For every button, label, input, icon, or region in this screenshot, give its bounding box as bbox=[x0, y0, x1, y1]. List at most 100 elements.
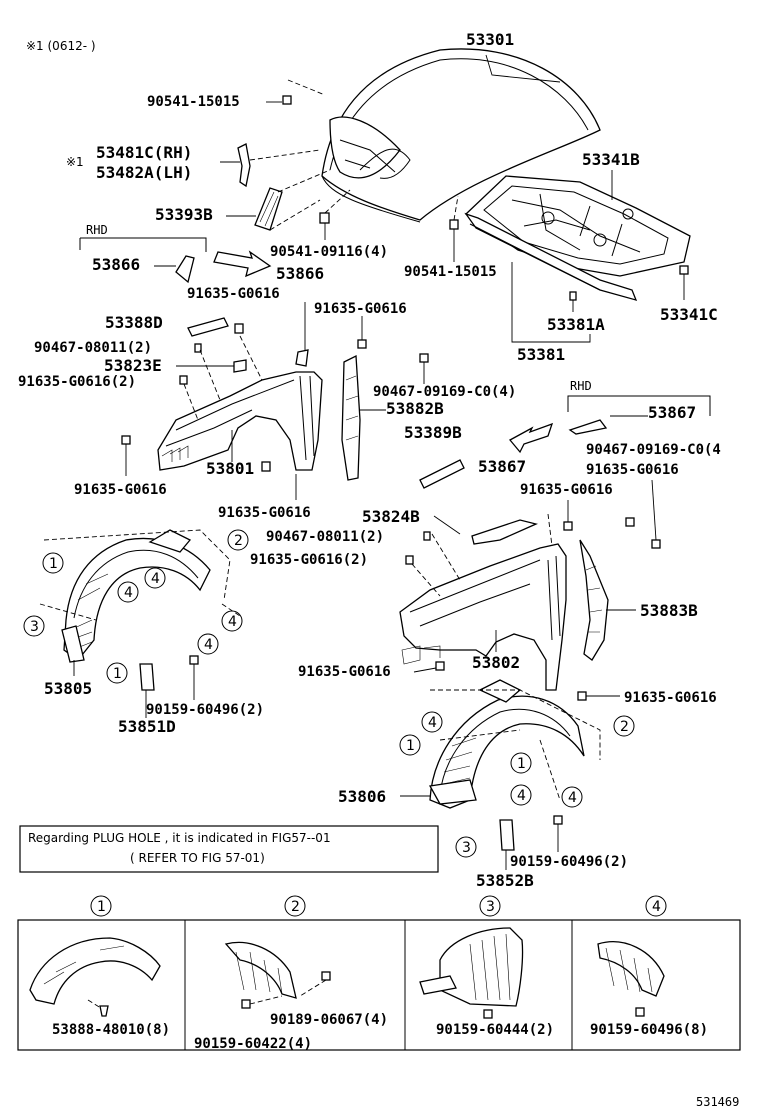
detail-panels: 1 2 3 4 53888-48010(8) 90189-06067(4) 90… bbox=[17, 895, 741, 1052]
label-clip-60496-b: 90159-60496(2) bbox=[510, 854, 628, 870]
leader-clip-d bbox=[651, 479, 657, 541]
clip-c bbox=[121, 435, 131, 445]
bolt-top bbox=[282, 95, 292, 105]
plug-hole-note-line2: ( REFER TO FIG 57-01) bbox=[130, 851, 265, 865]
label-fender-lh: 53801 bbox=[206, 459, 254, 478]
svg-text:3: 3 bbox=[30, 619, 39, 635]
label-hinge-rh: 53481C(RH) bbox=[96, 143, 192, 162]
mud-53851d bbox=[139, 663, 155, 691]
clip-60496-a bbox=[189, 655, 199, 665]
panel-2-number: 2 bbox=[291, 899, 300, 915]
panel-2-part-a: 90189-06067(4) bbox=[270, 1012, 388, 1028]
callouts-lh: 1 2 4 4 3 4 4 1 bbox=[23, 529, 249, 684]
label-53388d: 53388D bbox=[105, 313, 163, 332]
label-53852b: 53852B bbox=[476, 871, 534, 890]
label-53882b: 53882B bbox=[386, 399, 444, 418]
label-53866-arrow: 53866 bbox=[276, 264, 324, 283]
plug-hole-note-line1: Regarding PLUG HOLE , it is indicated in… bbox=[28, 831, 331, 845]
svg-text:3: 3 bbox=[462, 840, 471, 856]
label-rhd-left: RHD bbox=[86, 223, 108, 237]
part-53866-left bbox=[175, 255, 195, 284]
leader-53824b bbox=[433, 515, 461, 535]
label-clip-g0616-b: 91635-G0616 bbox=[314, 301, 407, 317]
svg-text:1: 1 bbox=[517, 756, 526, 772]
label-hood: 53301 bbox=[466, 30, 514, 49]
clip-f2 bbox=[625, 517, 635, 527]
panel-3-number: 3 bbox=[486, 899, 495, 915]
label-53883b: 53883B bbox=[640, 601, 698, 620]
clip-f bbox=[563, 521, 573, 531]
svg-text:2: 2 bbox=[234, 533, 243, 549]
label-screw-09169-b: 90467-09169-C0(4 bbox=[586, 442, 721, 458]
seal-53388d bbox=[187, 317, 229, 337]
liner-lh-drawing bbox=[61, 529, 211, 663]
part-53867-right bbox=[568, 419, 608, 435]
label-53381: 53381 bbox=[517, 345, 565, 364]
mud-53852b bbox=[499, 819, 515, 851]
panel-2-part-b: 90159-60422(4) bbox=[194, 1036, 312, 1052]
label-53867-arrow: 53867 bbox=[478, 457, 526, 476]
screw-08011-b bbox=[423, 531, 431, 541]
clip-g bbox=[435, 661, 445, 671]
figure-id: 531469 bbox=[696, 1095, 739, 1109]
screw-09169-a bbox=[419, 353, 429, 363]
cushion-left bbox=[319, 212, 330, 224]
dash-liner-lh bbox=[39, 529, 241, 621]
hood-drawing bbox=[321, 48, 601, 223]
panel-3-part: 90159-60444(2) bbox=[436, 1022, 554, 1038]
clip-b bbox=[357, 339, 367, 349]
clip-h bbox=[577, 691, 587, 701]
label-liner-rh: 53806 bbox=[338, 787, 386, 806]
svg-text:1: 1 bbox=[406, 738, 415, 754]
liner-rh-drawing bbox=[428, 679, 585, 809]
label-clip-g0616-2b: 91635-G0616(2) bbox=[250, 552, 368, 568]
fender-rh-drawing bbox=[399, 543, 567, 691]
clip-53381a bbox=[569, 291, 577, 301]
hood-insulator bbox=[464, 175, 691, 277]
leader-53381 bbox=[511, 262, 591, 343]
label-53381a: 53381A bbox=[547, 315, 605, 334]
leader-clip-g bbox=[413, 667, 437, 673]
panel-4-number: 4 bbox=[652, 899, 661, 915]
hinge-bracket bbox=[237, 143, 251, 188]
svg-text:4: 4 bbox=[151, 571, 160, 587]
label-hood-bolt-top: 90541-15015 bbox=[147, 94, 240, 110]
svg-text:4: 4 bbox=[124, 585, 133, 601]
label-53823e: 53823E bbox=[104, 356, 162, 375]
bracket-53823e bbox=[233, 359, 247, 373]
clip-53341c bbox=[679, 265, 689, 275]
label-screw-08011-a: 90467-08011(2) bbox=[34, 340, 152, 356]
label-53866: 53866 bbox=[92, 255, 140, 274]
cushion-right bbox=[449, 219, 459, 230]
svg-text:4: 4 bbox=[517, 788, 526, 804]
label-cushion-right: 90541-15015 bbox=[404, 264, 497, 280]
callouts-rh: 4 2 1 1 4 4 3 bbox=[399, 711, 635, 858]
label-clip-g0616-h: 91635-G0616 bbox=[624, 690, 717, 706]
label-53851d: 53851D bbox=[118, 717, 176, 736]
label-cushion-left: 90541-09116(4) bbox=[270, 244, 388, 260]
dash-fender-lh bbox=[183, 335, 263, 421]
rhd-right-bracket bbox=[567, 395, 711, 416]
panel-1-part: 53888-48010(8) bbox=[52, 1022, 170, 1038]
clip-60496-b bbox=[553, 815, 563, 825]
label-clip-g0616-a: 91635-G0616 bbox=[187, 286, 280, 302]
dash-liner-rh bbox=[430, 689, 601, 801]
svg-text:4: 4 bbox=[204, 637, 213, 653]
label-clip-g0616-e: 91635-G0616 bbox=[218, 505, 311, 521]
clip-a bbox=[295, 349, 309, 367]
label-screw-09169-a: 90467-09169-C0(4) bbox=[373, 384, 516, 400]
label-53393b: 53393B bbox=[155, 205, 213, 224]
label-clip-g0616-2a: 91635-G0616(2) bbox=[18, 374, 136, 390]
seal-53381 bbox=[464, 212, 638, 301]
clip-near-53801 bbox=[261, 461, 271, 472]
bracket-53867-right bbox=[471, 519, 538, 545]
arrow-53866 bbox=[213, 250, 272, 278]
seal-53883b bbox=[579, 539, 609, 661]
leader-53301 bbox=[485, 54, 561, 83]
mark-1: ※1 bbox=[66, 155, 84, 169]
dash-bolt-top bbox=[287, 79, 326, 96]
dash-cushions bbox=[324, 189, 459, 221]
dash-fender-rh bbox=[411, 513, 553, 597]
dash-hinge bbox=[249, 149, 321, 161]
bracket-53393b bbox=[254, 187, 283, 231]
